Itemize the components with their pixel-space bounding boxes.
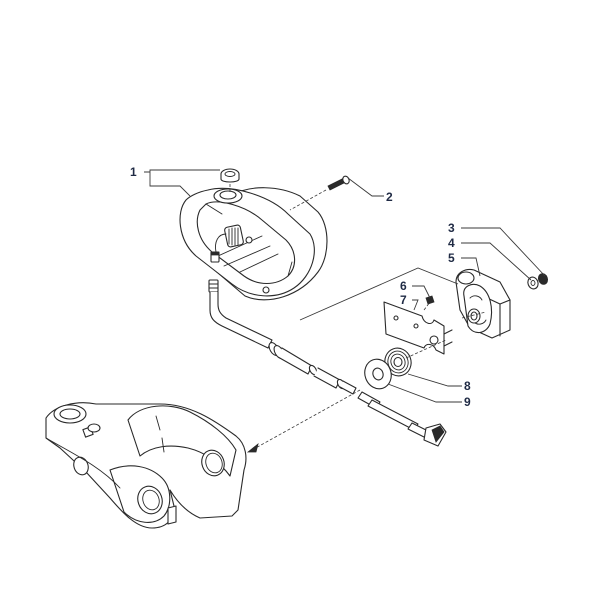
assembly-line-to-rocker [251,389,361,451]
callout-8: 8 [464,379,471,393]
reservoir-housing [179,187,328,301]
oil-line [208,279,357,395]
callout-2: 2 [386,190,393,204]
mounting-bracket [383,295,453,355]
leader-lines [144,169,546,403]
callout-5: 5 [448,251,455,265]
callout-3: 3 [448,221,455,235]
callout-6: 6 [400,279,407,293]
rocker-arm [45,402,247,529]
callout-7: 7 [400,293,407,307]
filler-cap [220,168,240,193]
sensor-switch [455,268,511,339]
bearing [384,347,412,377]
callout-9: 9 [464,395,471,409]
nut-and-washer [527,273,549,290]
bolt [289,175,350,211]
spacer [364,358,392,390]
arrowhead-icon [246,442,259,453]
probe-shaft [357,391,447,447]
callout-4: 4 [448,236,455,250]
callout-1: 1 [130,165,137,179]
